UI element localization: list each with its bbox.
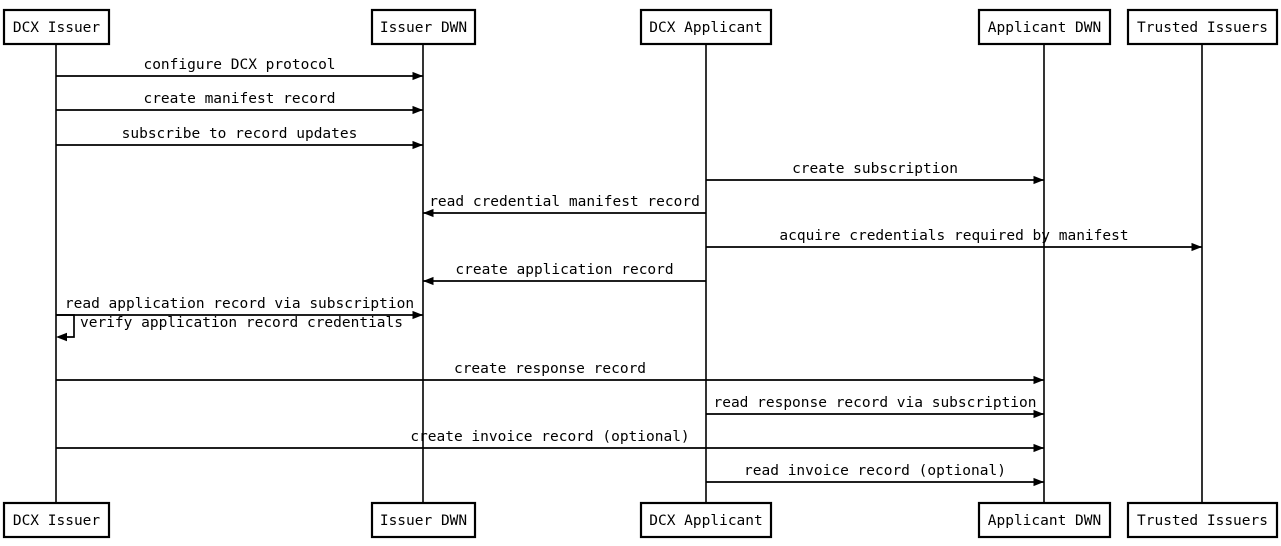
- message-label: read invoice record (optional): [744, 463, 1006, 479]
- message-m12: create invoice record (optional): [56, 429, 1044, 453]
- participant-label: DCX Applicant: [649, 513, 763, 529]
- participant-label: Applicant DWN: [988, 20, 1102, 36]
- self-message-path: [56, 314, 75, 338]
- participant-label: Issuer DWN: [380, 20, 467, 36]
- participant-trusted-issuers-header[interactable]: Trusted Issuers: [1126, 8, 1279, 46]
- message-label: verify application record credentials: [80, 315, 403, 331]
- messages-group: configure DCX protocol create manifest re…: [56, 57, 1202, 487]
- participant-applicant-dwn-header[interactable]: Applicant DWN: [977, 8, 1112, 46]
- message-label: read credential manifest record: [429, 194, 700, 210]
- message-m2: create manifest record: [56, 91, 423, 115]
- participant-dcx-issuer-footer[interactable]: DCX Issuer: [2, 501, 111, 539]
- message-label: configure DCX protocol: [143, 57, 335, 73]
- participant-label: DCX Issuer: [13, 513, 101, 529]
- self-message-arrowhead: [56, 332, 67, 342]
- message-m3: subscribe to record updates: [56, 126, 423, 150]
- participant-label: Trusted Issuers: [1137, 20, 1268, 36]
- footer-participant-boxes: DCX Issuer Issuer DWN DCX Applicant Applica…: [2, 501, 1279, 539]
- header-participant-boxes: DCX Issuer Issuer DWN DCX Applicant Applica…: [2, 8, 1279, 46]
- message-m10: create response record: [56, 361, 1044, 385]
- participant-box-frame: [370, 501, 477, 539]
- message-m13: read invoice record (optional): [706, 463, 1044, 487]
- participant-issuer-dwn-header[interactable]: Issuer DWN: [370, 8, 477, 46]
- message-label: read application record via subscription: [65, 296, 414, 312]
- participant-trusted-issuers-footer[interactable]: Trusted Issuers: [1126, 501, 1279, 539]
- message-m9: verify application record credentials: [56, 314, 403, 342]
- message-m5: read credential manifest record: [423, 194, 706, 218]
- participant-box-frame: [977, 501, 1112, 539]
- message-label: create invoice record (optional): [410, 429, 689, 445]
- participant-issuer-dwn-footer[interactable]: Issuer DWN: [370, 501, 477, 539]
- message-label: subscribe to record updates: [122, 126, 358, 142]
- participant-label: Issuer DWN: [380, 513, 467, 529]
- message-m6: acquire credentials required by manifest: [706, 228, 1202, 252]
- message-label: create response record: [454, 361, 646, 377]
- participant-dcx-issuer-header[interactable]: DCX Issuer: [2, 8, 111, 46]
- participant-label: DCX Issuer: [13, 20, 101, 36]
- message-label: create subscription: [792, 161, 958, 177]
- message-label: acquire credentials required by manifest: [779, 228, 1128, 244]
- participant-dcx-applicant-header[interactable]: DCX Applicant: [639, 8, 773, 46]
- participant-box-frame: [2, 501, 111, 539]
- message-m1: configure DCX protocol: [56, 57, 423, 81]
- participant-dcx-applicant-footer[interactable]: DCX Applicant: [639, 501, 773, 539]
- participant-label: DCX Applicant: [649, 20, 763, 36]
- participant-box-frame: [1126, 501, 1279, 539]
- participant-label: Applicant DWN: [988, 513, 1102, 529]
- message-m7: create application record: [423, 262, 706, 286]
- message-label: create application record: [455, 262, 673, 278]
- participant-box-frame: [2, 8, 111, 46]
- message-m4: create subscription: [706, 161, 1044, 185]
- lifelines-group: [55, 44, 1203, 503]
- message-m11: read response record via subscription: [706, 395, 1044, 419]
- participant-label: Trusted Issuers: [1137, 513, 1268, 529]
- message-label: create manifest record: [143, 91, 335, 107]
- participant-box-frame: [977, 8, 1112, 46]
- participant-box-frame: [639, 8, 773, 46]
- message-m8: read application record via subscription: [56, 296, 423, 320]
- participant-box-frame: [639, 501, 773, 539]
- message-label: read response record via subscription: [713, 395, 1036, 411]
- participant-applicant-dwn-footer[interactable]: Applicant DWN: [977, 501, 1112, 539]
- participant-box-frame: [1126, 8, 1279, 46]
- participant-box-frame: [370, 8, 477, 46]
